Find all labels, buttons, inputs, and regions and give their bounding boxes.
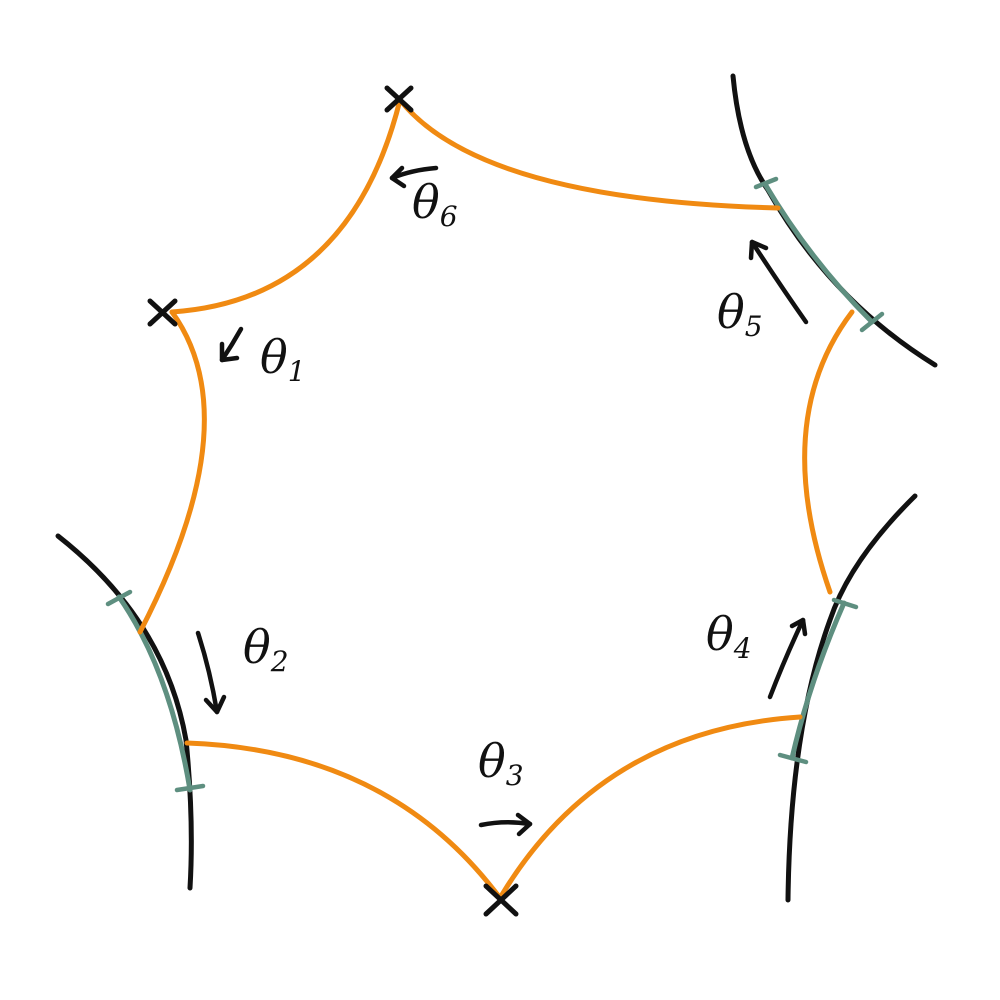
angle-label-theta-3: θ3 (478, 734, 524, 792)
tick-mark (777, 752, 809, 765)
polygon-side-top-left (169, 97, 403, 315)
angle-label-theta-6: θ6 (412, 175, 458, 233)
polygon-side-top (397, 97, 781, 211)
angle-label-theta-2: θ2 (243, 620, 289, 678)
arrow-theta-6 (389, 165, 439, 189)
boundary-curve-bottom-right (785, 493, 918, 903)
cross-mark (147, 298, 178, 327)
boundary-segment-top-right (762, 181, 875, 325)
cross-mark (384, 85, 414, 113)
cross-mark (483, 883, 519, 917)
tick-mark (859, 311, 885, 333)
angle-label-theta-1: θ1 (260, 330, 306, 388)
arrow-theta-3 (478, 812, 533, 837)
tick-mark (105, 589, 133, 607)
polygon-side-bottom-left (184, 740, 503, 901)
tick-mark (174, 783, 206, 793)
boundary-segment-bottom-right (789, 600, 847, 761)
arrow-theta-4 (767, 617, 808, 700)
polygon-side-right (802, 309, 855, 595)
polygon-side-left (137, 309, 207, 635)
arrow-theta-5 (748, 239, 809, 325)
tick-mark (753, 176, 779, 190)
boundary-segment-left (116, 594, 193, 793)
polygon-side-bottom-right (497, 714, 803, 901)
angle-label-theta-4: θ4 (706, 607, 752, 665)
tick-mark (831, 597, 859, 610)
boundary-curve-left (55, 533, 194, 891)
arrow-theta-2 (195, 630, 227, 715)
angle-label-theta-5: θ5 (717, 285, 763, 343)
boundary-curve-top-right (730, 73, 938, 368)
arrow-theta-1 (219, 326, 244, 363)
